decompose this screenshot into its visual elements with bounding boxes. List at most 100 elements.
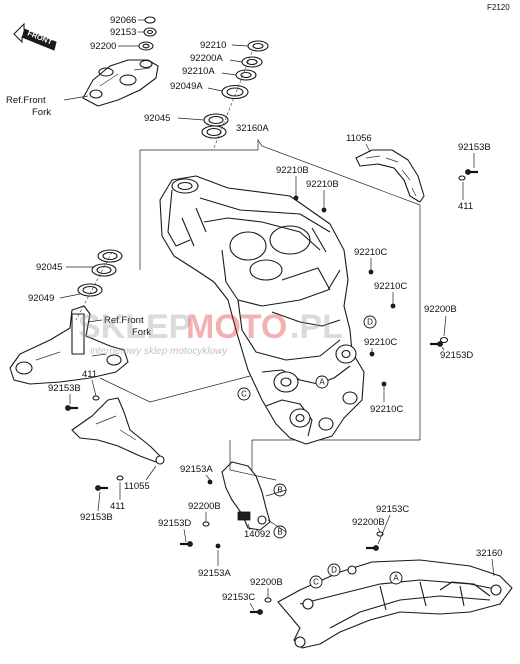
label-92210C-a: 92210C [354, 247, 387, 258]
callout-A-subframe: A [389, 571, 403, 585]
bearing-92045-upper [201, 113, 229, 139]
callout-D-frame: D [363, 315, 377, 329]
washer-92200B-lower [264, 597, 272, 603]
bolt-92153B-left-lower [95, 485, 108, 491]
callout-C-frame: C [237, 387, 251, 401]
svg-text:C: C [313, 578, 319, 587]
label-92153A-upper: 92153A [180, 464, 213, 475]
callout-D-subframe: D [327, 563, 341, 577]
label-411-left-upper: 411 [82, 369, 97, 380]
svg-text:D: D [367, 318, 373, 327]
bolt-92153D-right [430, 341, 443, 347]
bolt-92210C-d [381, 381, 387, 387]
label-92153B-left: 92153B [48, 383, 81, 394]
label-92153C-lower: 92153C [222, 592, 255, 603]
svg-text:A: A [319, 378, 325, 387]
label-92045-lower: 92045 [36, 262, 62, 273]
bolt-92153D-mid [180, 541, 193, 547]
svg-text:internetowy sklep motocyklowy: internetowy sklep motocyklowy [90, 346, 228, 357]
seal-92049 [77, 283, 103, 297]
label-92200B-right: 92200B [424, 304, 457, 315]
rear-subframe-32160 [277, 559, 513, 649]
label-92153-top: 92153 [110, 27, 136, 38]
ref-front-fork-1-line2: Fork [32, 107, 51, 118]
bracket-11056 [355, 149, 425, 203]
callout-A-frame: A [315, 375, 329, 389]
lower-triple-clamp-stem [9, 305, 129, 385]
svg-text:C: C [241, 390, 247, 399]
bolt-92153A-lower [215, 543, 221, 549]
label-411-upper: 411 [458, 201, 473, 212]
washer-92200B-mid [202, 521, 210, 527]
seal-92049A [221, 84, 249, 100]
washer-411-left-lower [116, 475, 124, 481]
svg-text:SKLEP: SKLEP [78, 308, 191, 346]
label-92210A: 92210A [182, 66, 215, 77]
label-92210B-b: 92210B [306, 179, 339, 190]
label-32160A: 32160A [236, 123, 269, 134]
label-92210-top: 92210 [200, 40, 226, 51]
callout-C-subframe: C [309, 575, 323, 589]
label-92153B-upper: 92153B [458, 142, 491, 153]
label-92210B-a: 92210B [276, 165, 309, 176]
label-92049A: 92049A [170, 81, 203, 92]
label-92049: 92049 [28, 293, 54, 304]
bolt-92210C-c [369, 351, 375, 357]
svg-text:B: B [277, 528, 282, 537]
label-92153D-mid: 92153D [158, 518, 191, 529]
label-92200B-mid: 92200B [188, 501, 221, 512]
label-92153C-right: 92153C [376, 504, 409, 515]
nut-92066 [144, 16, 156, 24]
bolt-92210C-b [390, 303, 396, 309]
bracket-14092 [221, 461, 271, 531]
bolt-92153A-upper [207, 479, 213, 485]
bolt-92210B-b [321, 207, 327, 213]
bolt-92210B-a [293, 195, 299, 201]
label-32160: 32160 [476, 548, 502, 559]
bracket-11055 [71, 397, 165, 465]
label-92066: 92066 [110, 15, 136, 26]
svg-text:D: D [331, 566, 337, 575]
front-arrow-icon: FRONT [13, 22, 57, 51]
label-11055: 11055 [124, 481, 150, 492]
label-14092: 14092 [244, 529, 270, 540]
callout-B-upper: B [273, 483, 287, 497]
label-92210C-c: 92210C [364, 337, 397, 348]
bolt-92153C-right [366, 545, 379, 551]
label-411-left-lower: 411 [110, 501, 125, 512]
washer-92200A [241, 56, 263, 68]
bearing-92045-lower [91, 249, 123, 277]
label-92210C-d: 92210C [370, 404, 403, 415]
washer-411-left-upper [92, 395, 100, 401]
stem-nut-92210 [247, 40, 269, 52]
label-92200A: 92200A [190, 53, 223, 64]
label-11056: 11056 [346, 133, 372, 144]
bolt-92210C-a [368, 269, 374, 275]
label-92045-upper: 92045 [144, 113, 170, 124]
label-92200B-lower: 92200B [250, 577, 283, 588]
label-92200B-right-lower: 92200B [352, 517, 385, 528]
ref-front-fork-2-line2: Fork [132, 327, 151, 338]
label-92153B-left-lower: 92153B [80, 512, 113, 523]
label-92153A-lower: 92153A [198, 568, 231, 579]
washer-92200-top [138, 41, 154, 51]
label-92210C-b: 92210C [374, 281, 407, 292]
figure-code: F2120 [487, 3, 510, 12]
ref-front-fork-1-line1: Ref.Front [6, 95, 46, 106]
svg-text:.PL: .PL [290, 308, 343, 346]
label-92200-top: 92200 [90, 41, 116, 52]
main-frame-32160A [159, 175, 365, 445]
bolt-92153B-upper [465, 169, 478, 175]
bolt-92153C-lower [250, 609, 263, 615]
bolt-92153B-left [65, 405, 78, 411]
washer-92200B-right [439, 336, 449, 344]
svg-text:MOTO: MOTO [186, 308, 287, 346]
label-92153D-right: 92153D [440, 350, 473, 361]
washer-411-upper [458, 175, 466, 181]
ref-front-fork-2-line1: Ref.Front [104, 315, 144, 326]
svg-text:A: A [393, 574, 399, 583]
nut-92153-top [143, 27, 157, 37]
watermark: SKLEP MOTO .PL internetowy sklep motocyk… [78, 308, 343, 357]
upper-triple-clamp [82, 59, 159, 107]
